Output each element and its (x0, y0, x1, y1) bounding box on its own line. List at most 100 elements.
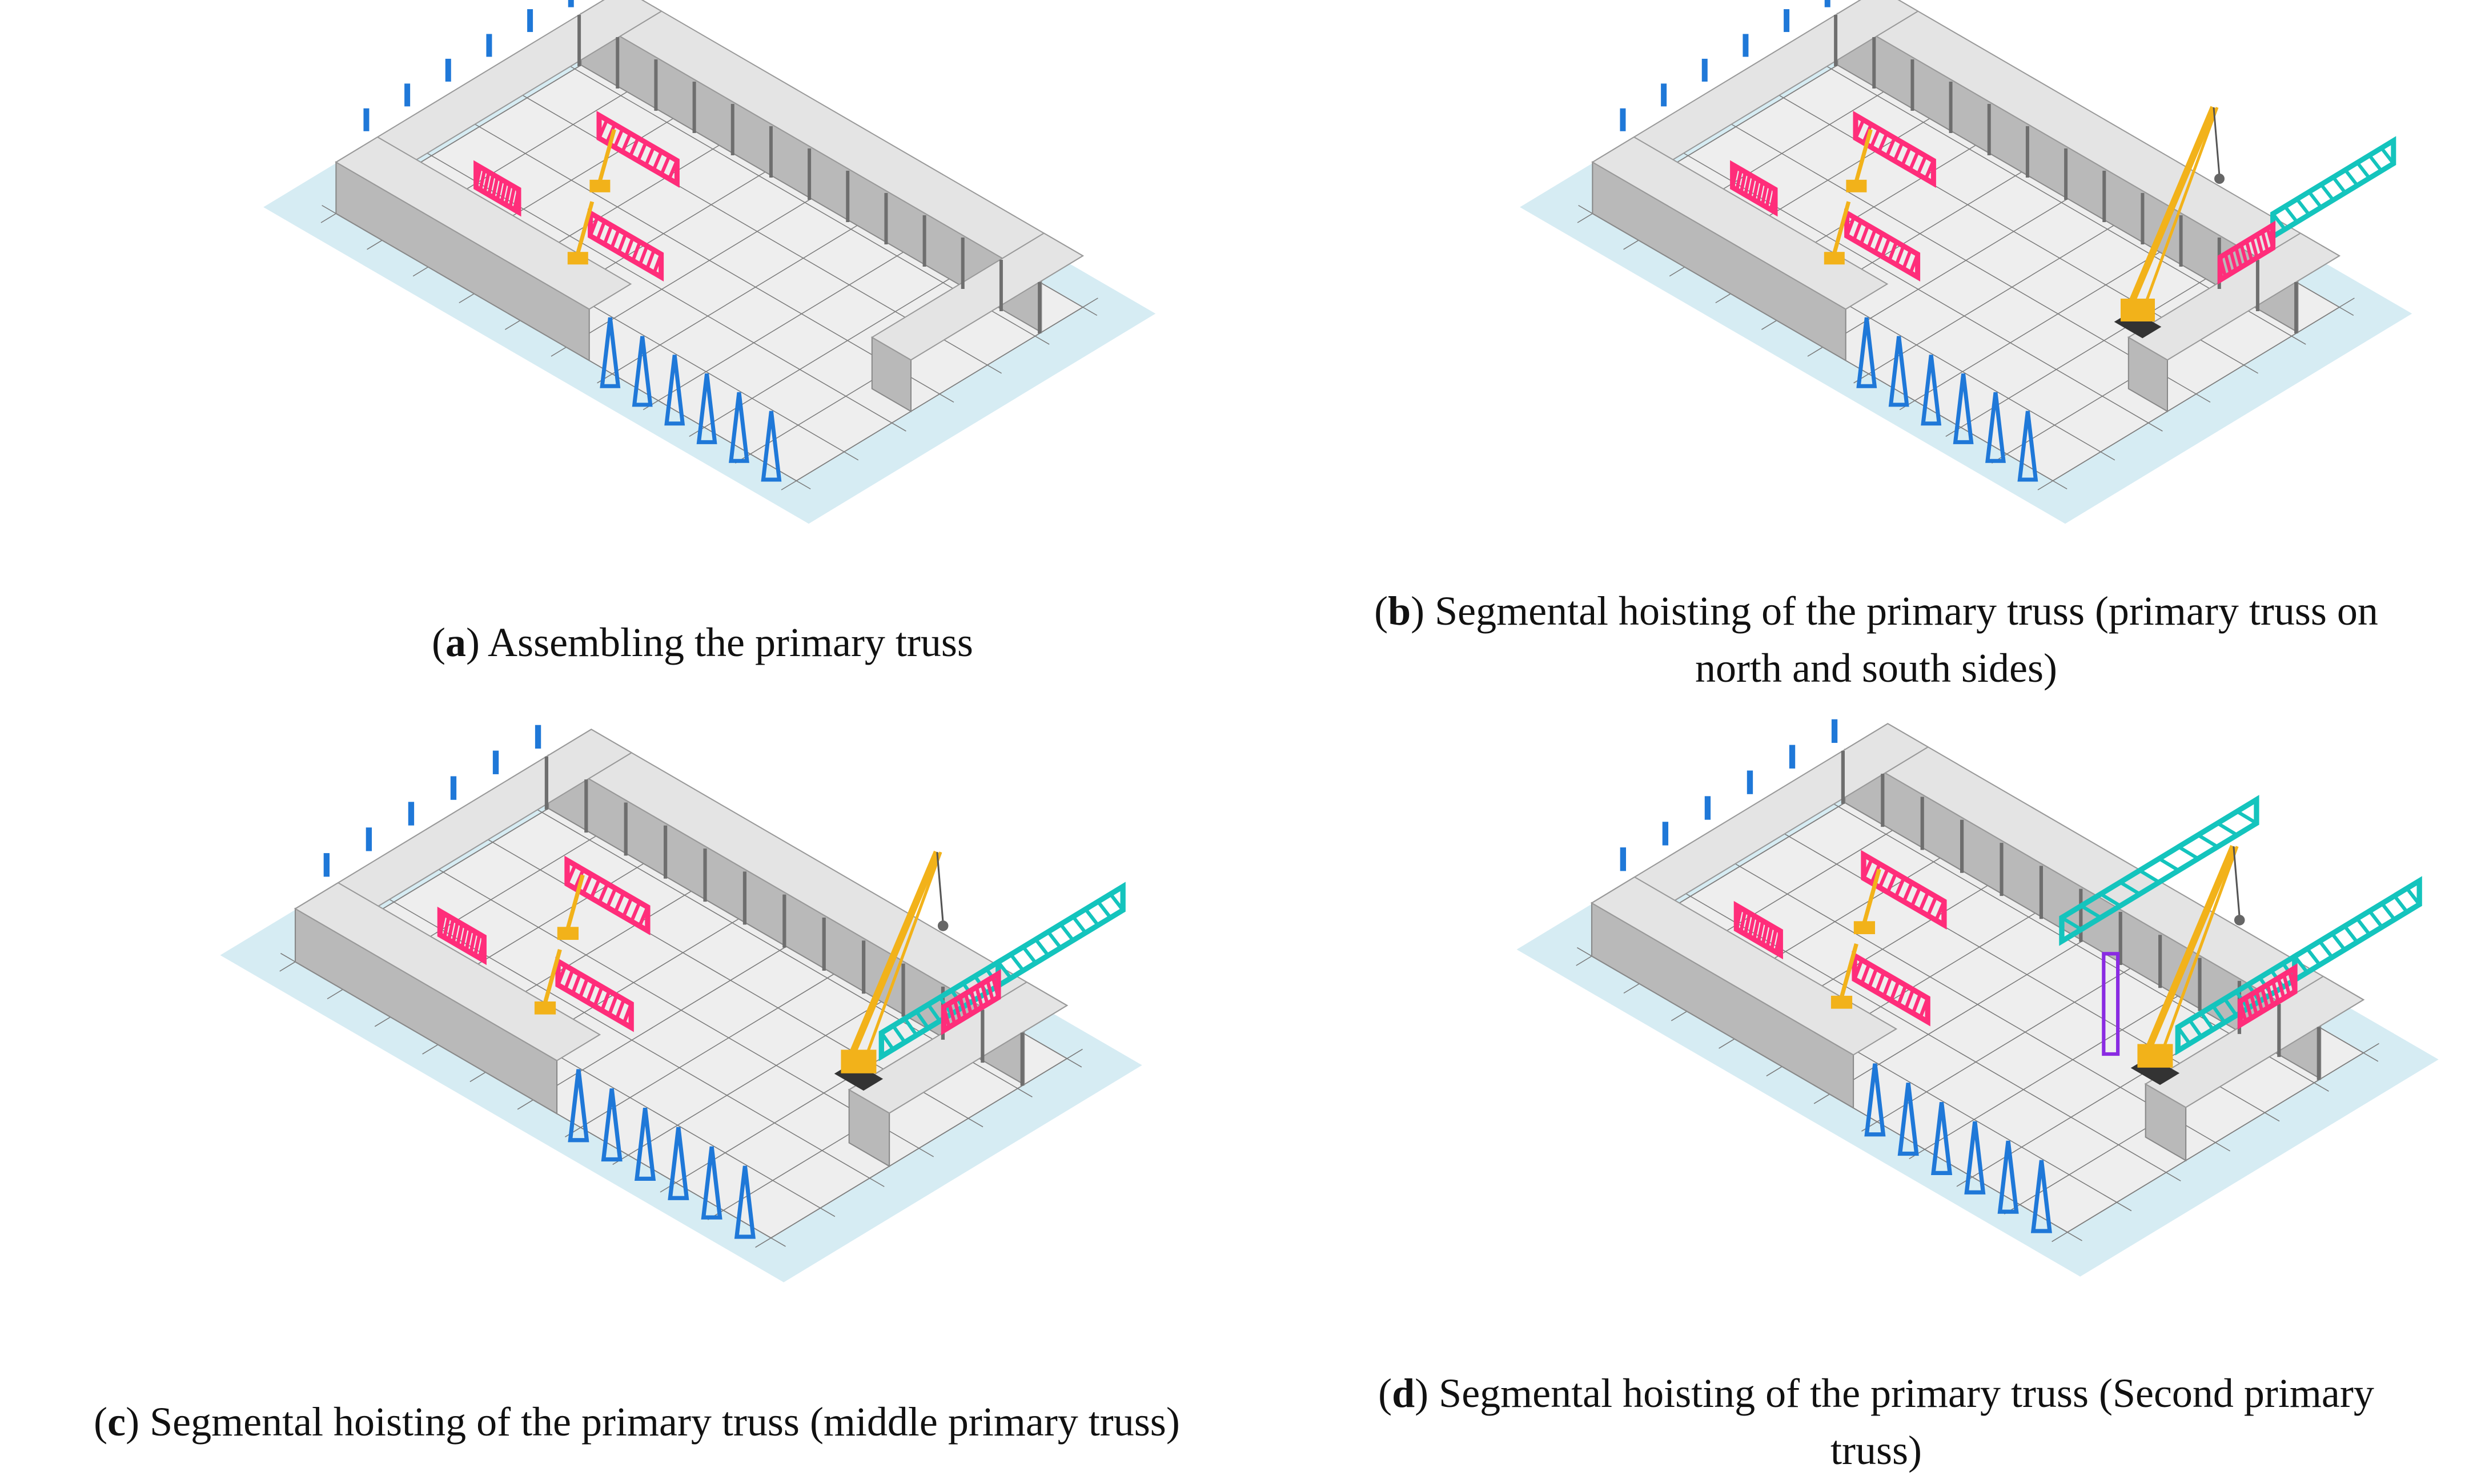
pink-truss-web (1774, 931, 1783, 953)
pink-truss (1852, 951, 1930, 1027)
blue-support (323, 853, 330, 877)
pink-truss-hoisting (941, 969, 1001, 1036)
pink-truss-web (596, 220, 607, 241)
teal-truss-web (1034, 938, 1050, 957)
blue-support-tower (2030, 1160, 2052, 1233)
teal-truss-web (2307, 191, 2323, 209)
pink-truss-web (644, 146, 656, 166)
assembly-crane-body (1830, 995, 1853, 1009)
building-wing-roof (1591, 136, 1889, 310)
pink-truss (1853, 111, 1936, 188)
pink-truss (1861, 850, 1947, 930)
pink-truss-web (1756, 920, 1765, 943)
pink-truss-web (1756, 182, 1764, 203)
pink-truss-web (451, 921, 460, 943)
building-wing-roof (870, 232, 1084, 361)
teal-truss-web (2380, 147, 2395, 165)
teal-truss-web (2271, 212, 2287, 231)
teal-truss-web (2177, 845, 2199, 860)
pink-truss-web (1765, 926, 1773, 948)
model-b (1520, 0, 2412, 524)
model-a (263, 0, 1156, 524)
pink-truss-web (1854, 119, 1865, 139)
pink-truss-web (1748, 915, 1756, 938)
blue-support (1784, 9, 1790, 33)
pink-truss-web (1918, 997, 1930, 1019)
pink-truss-web (660, 155, 671, 175)
pink-truss-web (483, 171, 491, 193)
teal-truss-web (2061, 916, 2082, 931)
blue-support (404, 83, 411, 107)
assembly-crane (1846, 128, 1873, 192)
pink-truss-web (477, 936, 486, 959)
pink-truss-web (1918, 891, 1930, 912)
assembly-crane-body (1853, 921, 1876, 935)
crawler-crane (2130, 844, 2245, 1085)
assembly-crane-boom (1832, 201, 1851, 254)
pink-truss-web (508, 186, 516, 208)
teal-truss-web (2176, 1026, 2191, 1045)
blue-support-tower (1921, 355, 1942, 426)
building-wing-roof (2144, 975, 2365, 1108)
assembly-crane (567, 201, 595, 265)
pink-truss-web (456, 923, 464, 946)
pink-truss-web (578, 978, 589, 999)
pink-truss-web (629, 902, 641, 922)
pink-truss-hoisting-web (2277, 978, 2286, 999)
pink-truss-hoisting-web (980, 983, 989, 1005)
pink-truss-web (460, 926, 468, 948)
pink-truss (473, 160, 521, 217)
teal-truss-web (2158, 857, 2180, 872)
blue-support (1620, 847, 1627, 871)
pink-truss-web (652, 151, 663, 171)
pink-truss-web (1910, 886, 1922, 907)
teal-truss-web (2343, 925, 2359, 943)
teal-truss-web (2306, 947, 2322, 966)
blue-support-tower (1897, 1083, 1919, 1156)
blue-support (1661, 83, 1667, 107)
pink-truss-web (474, 167, 482, 188)
teal-truss-web (2393, 895, 2408, 914)
blue-support-tower (1953, 373, 1974, 444)
pink-truss-web (1867, 967, 1878, 988)
pink-truss-hoisting-web (2218, 256, 2227, 278)
pink-truss (1733, 900, 1783, 960)
blue-support-tower (2017, 411, 2038, 482)
pink-truss-web (443, 916, 451, 938)
crawler-crane (2114, 106, 2225, 339)
teal-truss-web (2223, 998, 2238, 1017)
blue-support-tower (568, 1069, 589, 1143)
pink-truss-hoisting-web (2238, 1000, 2247, 1022)
pink-truss-web (603, 224, 613, 245)
pink-truss-web (563, 969, 575, 990)
teal-truss-web (2217, 822, 2238, 837)
teal-truss (2292, 876, 2422, 985)
pink-truss-web (637, 906, 649, 927)
pink-truss-web (667, 160, 679, 180)
purple-shoring-tower (2102, 952, 2120, 1056)
teal-truss-web (892, 1024, 906, 1044)
teal-truss-web (2343, 168, 2359, 187)
pink-truss-web (1901, 249, 1913, 270)
teal-truss-web (903, 1018, 918, 1036)
blue-support (1743, 34, 1749, 57)
pink-truss-web (1911, 993, 1922, 1014)
blue-support (445, 58, 451, 82)
teal-truss-web (2318, 940, 2334, 959)
pink-truss-web (469, 931, 477, 954)
building-wing-roof (294, 882, 601, 1061)
building-wing-roof (335, 136, 632, 310)
blue-support (1831, 719, 1838, 743)
pink-truss-hoisting-web (2234, 247, 2243, 268)
pink-truss-web (479, 169, 487, 191)
pink-truss-hoisting-web (2250, 238, 2259, 258)
blue-support (492, 750, 499, 774)
blue-support (1789, 745, 1796, 769)
pink-truss-web (607, 995, 619, 1016)
pink-truss-web (491, 176, 499, 198)
pink-truss-web (1908, 151, 1920, 171)
crawler-crane-hoist-line (2233, 846, 2241, 918)
pink-truss-hoisting-web (963, 993, 973, 1015)
blue-support-tower (1931, 1102, 1953, 1176)
pink-truss-hoisting-web (985, 980, 995, 1002)
